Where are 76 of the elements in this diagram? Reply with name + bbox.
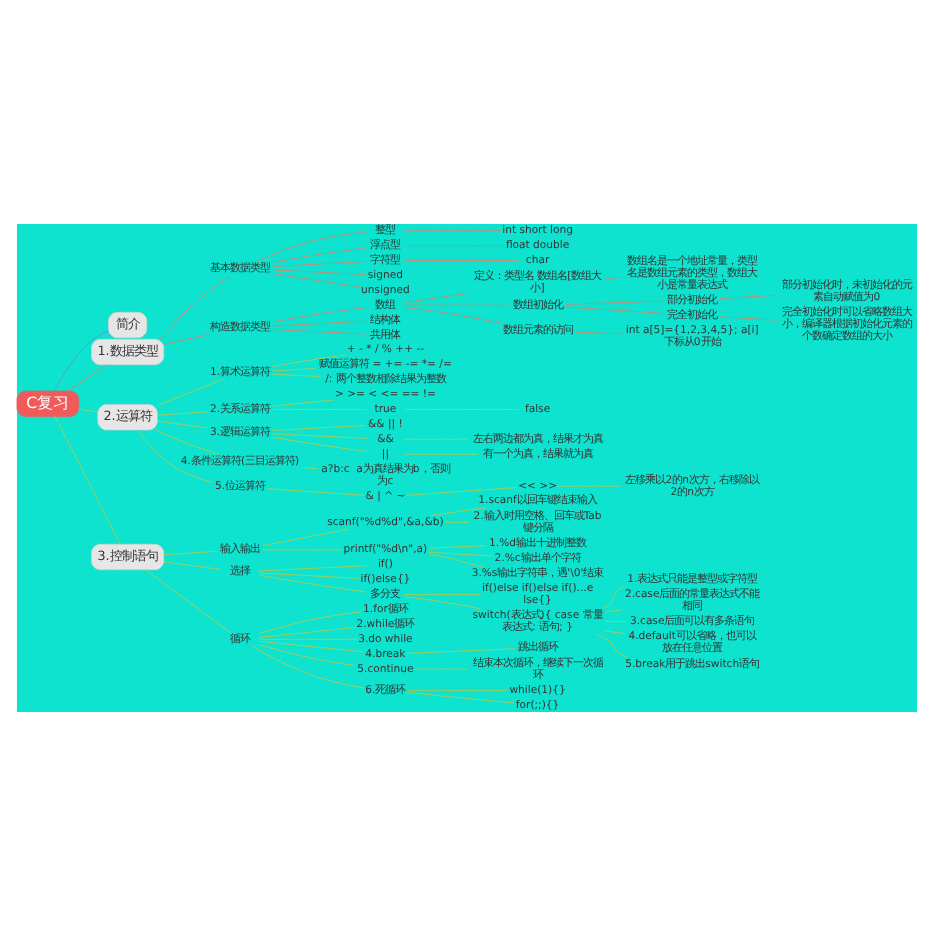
connector <box>272 368 317 372</box>
connector <box>251 645 364 689</box>
connector <box>145 569 231 633</box>
connector <box>272 261 367 267</box>
connector <box>262 528 350 547</box>
connector <box>272 399 335 407</box>
connector <box>272 436 367 452</box>
connector <box>272 373 321 377</box>
connector <box>557 485 621 487</box>
connector <box>155 429 219 455</box>
connector <box>404 230 502 232</box>
connector <box>602 585 626 610</box>
connector <box>258 644 357 667</box>
connector <box>272 247 367 263</box>
connector <box>272 424 367 431</box>
connector <box>54 416 121 545</box>
connector <box>157 420 208 429</box>
connector <box>564 306 665 314</box>
connector <box>258 611 362 634</box>
connector <box>272 320 367 327</box>
connector <box>258 627 355 638</box>
connector <box>255 231 367 262</box>
connector <box>404 307 506 325</box>
connector <box>258 574 367 593</box>
connector <box>404 453 479 455</box>
connector <box>272 329 367 335</box>
connector <box>163 561 222 570</box>
connector <box>406 487 518 496</box>
connector <box>303 467 319 470</box>
connector <box>428 551 493 557</box>
connector <box>136 429 214 483</box>
connector <box>54 330 109 392</box>
connector <box>404 409 519 410</box>
connector <box>444 521 470 523</box>
connector <box>404 438 468 440</box>
connector <box>414 668 468 670</box>
connector <box>404 594 482 596</box>
connector <box>258 640 365 653</box>
connector <box>407 692 515 704</box>
connector <box>428 545 486 549</box>
connector <box>430 507 486 516</box>
connector <box>404 245 505 247</box>
connector <box>67 364 108 392</box>
connector <box>78 408 99 413</box>
connector <box>404 260 519 261</box>
connector <box>605 277 623 279</box>
connector <box>272 307 367 323</box>
connector <box>604 609 622 613</box>
connector <box>407 689 508 691</box>
connector <box>159 274 231 340</box>
connector <box>157 378 223 406</box>
connector <box>404 304 511 306</box>
connector <box>157 411 208 416</box>
connector <box>272 354 347 367</box>
connector <box>564 300 665 305</box>
connector <box>404 292 470 303</box>
connector <box>163 550 218 556</box>
connector <box>258 565 367 572</box>
connector <box>719 294 777 300</box>
connector <box>596 634 628 658</box>
connector <box>604 630 626 634</box>
connector <box>272 269 367 275</box>
connector <box>272 433 367 439</box>
connector <box>406 648 516 654</box>
connector <box>258 638 358 640</box>
connector <box>163 334 209 345</box>
connector <box>604 621 627 622</box>
connector <box>575 331 625 335</box>
connector <box>272 273 361 288</box>
connector <box>719 316 777 321</box>
connector <box>272 409 367 410</box>
connector <box>404 596 481 610</box>
connector <box>258 572 360 579</box>
connector <box>428 553 484 567</box>
connector <box>262 549 343 551</box>
connector <box>267 488 365 496</box>
